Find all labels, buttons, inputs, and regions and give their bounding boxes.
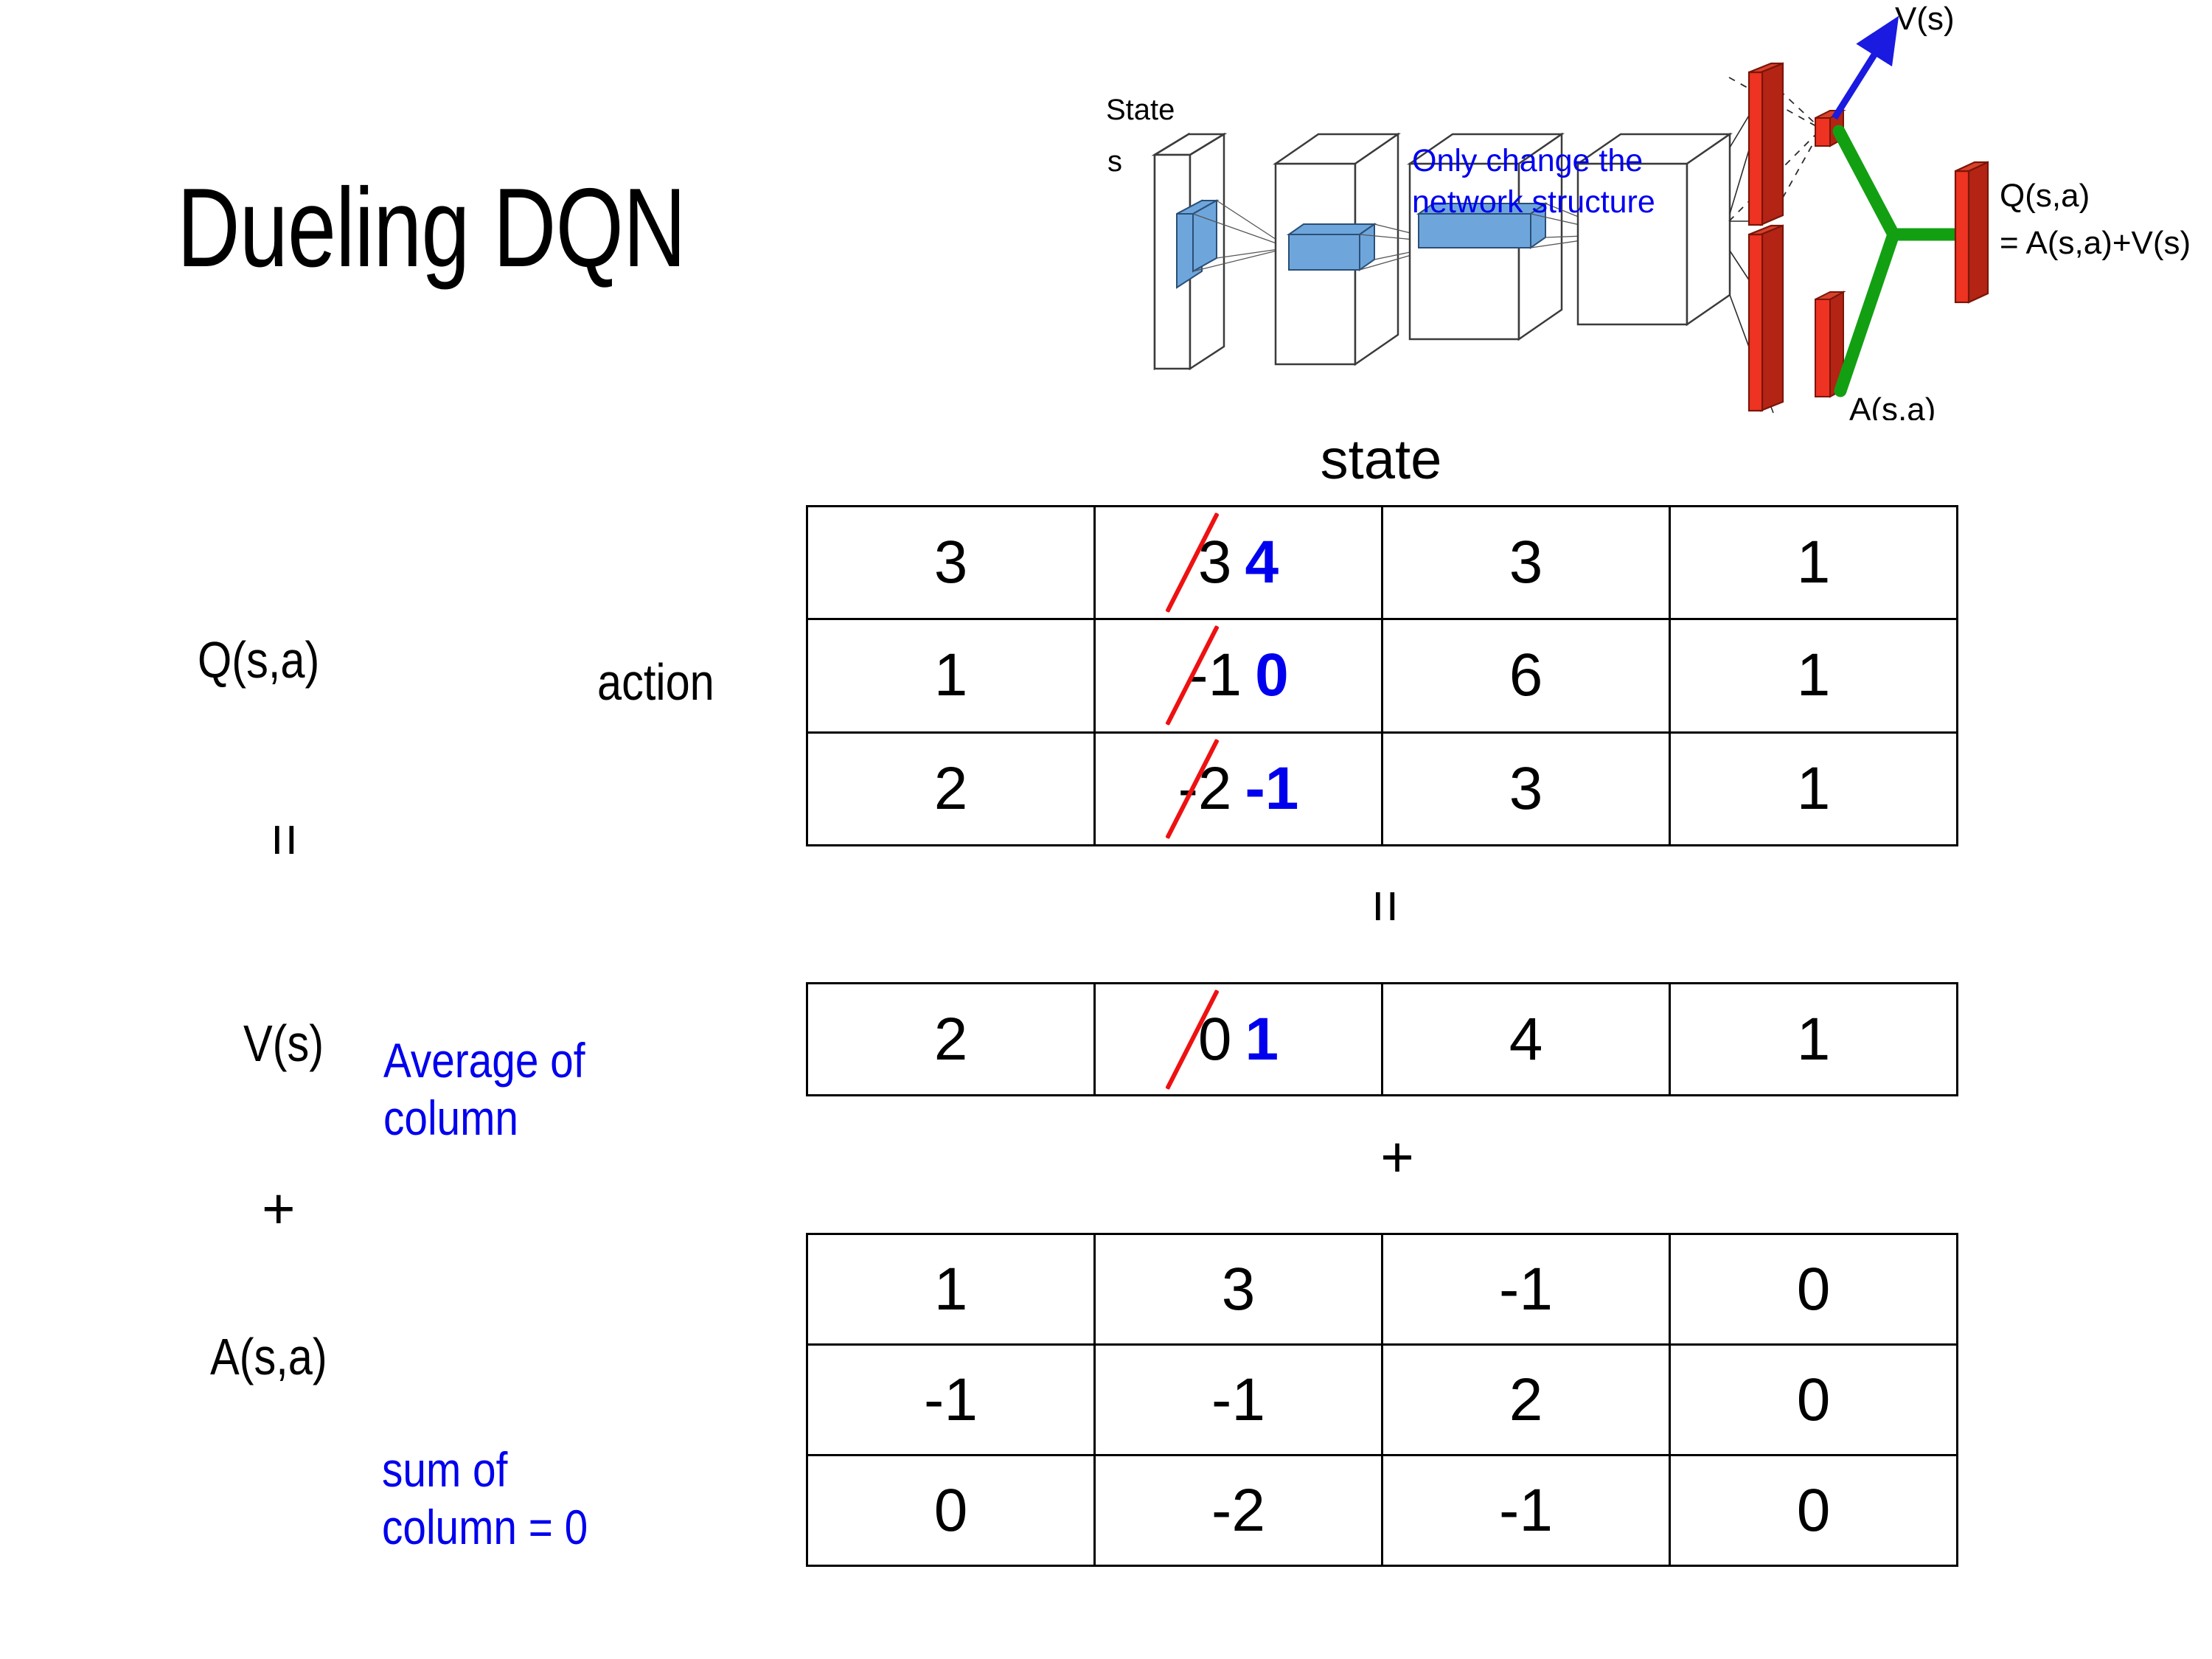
connection-fan-1: [1192, 200, 1290, 272]
table-cell: 0: [1671, 1235, 1958, 1346]
cell-updated-value: 0: [1255, 641, 1289, 709]
table-cell: -1: [1383, 1456, 1671, 1567]
table-cell: 1: [1671, 733, 1958, 846]
v-annotation-line1: Average of: [383, 1033, 585, 1088]
v-table-label: V(s): [243, 1015, 324, 1072]
q-table-label: Q(s,a): [198, 631, 320, 689]
table-cell: 2: [808, 733, 1096, 846]
cell-updated-value: -1: [1245, 754, 1299, 822]
v-annotation: Average of column: [383, 1032, 713, 1147]
table-cell: 0: [1671, 1346, 1958, 1456]
q-output-label-line1: Q(s,a): [2000, 178, 2090, 214]
cell-value: 2: [933, 754, 968, 822]
equals-sign-left: =: [253, 823, 318, 857]
cell-value: 1: [933, 641, 968, 709]
cell-value: 0: [1796, 1366, 1831, 1433]
cell-value: -1: [1188, 641, 1242, 709]
state-label-line1: State: [1106, 94, 1175, 126]
cell-value: -1: [1499, 1255, 1553, 1323]
v-annotation-line2: column: [383, 1090, 518, 1145]
table-cell: 6: [1383, 620, 1671, 734]
q-output-bar: [1954, 161, 1989, 304]
cell-value: 4: [1509, 1005, 1543, 1073]
table-cell: -2: [1096, 1456, 1383, 1567]
table-cell: 4: [1383, 984, 1671, 1096]
table-cell: 3: [1096, 1235, 1383, 1346]
cell-updated-value: 4: [1245, 529, 1279, 597]
action-axis-label: action: [597, 653, 714, 711]
q-output-label-line2: = A(s,a)+V(s): [2000, 225, 2191, 261]
cell-value: 6: [1509, 641, 1543, 709]
cell-value: -2: [1211, 1476, 1265, 1544]
cell-value: 1: [933, 1255, 968, 1323]
table-cell: 1: [1671, 507, 1958, 621]
state-label-line2: s: [1107, 145, 1122, 178]
a-annotation-line1: sum of: [382, 1442, 508, 1497]
cell-value: 3: [1509, 754, 1543, 822]
cell-value: 1: [1796, 754, 1831, 822]
table-cell: 1: [808, 1235, 1096, 1346]
cell-value: 2: [1509, 1366, 1543, 1433]
cell-value: -1: [1499, 1476, 1553, 1544]
v-output-label: V(s): [1895, 1, 1955, 37]
cell-value: 3: [933, 529, 968, 597]
table-cell: 2: [808, 984, 1096, 1096]
advantage-vector-node: [1815, 291, 1846, 398]
table-cell: 1: [1671, 984, 1958, 1096]
cell-updated-value: 1: [1245, 1005, 1279, 1073]
conv-feature-2: [1416, 202, 1548, 249]
table-cell: 2: [1383, 1346, 1671, 1456]
a-table: 1 3 -1 0 -1 -1 2 0 0 -2 -1 0: [806, 1233, 1958, 1567]
cell-value: 1: [1796, 1005, 1831, 1073]
a-annotation: sum of column = 0: [382, 1441, 737, 1557]
conv-block-3: [1574, 132, 1733, 327]
plus-sign-left: +: [262, 1176, 296, 1241]
cell-value: 0: [1796, 1476, 1831, 1544]
note-line1: Only change the: [1412, 143, 1643, 178]
cell-value: -1: [1211, 1366, 1265, 1433]
table-cell: 3: [1383, 733, 1671, 846]
cell-value: 2: [933, 1005, 968, 1073]
a-output-label: A(s,a): [1849, 392, 1935, 420]
page-title: Dueling DQN: [177, 165, 686, 291]
table-cell: 1: [808, 620, 1096, 734]
a-annotation-line2: column = 0: [382, 1499, 588, 1554]
dueling-network-diagram: State s Only change the network structur…: [1106, 0, 2212, 420]
connection-fan-2: [1359, 223, 1453, 271]
table-cell: -1: [1383, 1235, 1671, 1346]
cell-value: 1: [1796, 529, 1831, 597]
a-table-label: A(s,a): [210, 1328, 327, 1385]
advantage-stream-bar: [1747, 224, 1784, 412]
input-receptive-field: [1176, 199, 1220, 289]
cell-value: 0: [1796, 1255, 1831, 1323]
cell-value: -1: [924, 1366, 978, 1433]
equals-sign-between-q-and-v: =: [1354, 889, 1419, 923]
state-axis-label: state: [1320, 428, 1442, 491]
conv-block-2: [1406, 132, 1565, 341]
table-cell: -2-1: [1096, 733, 1383, 846]
table-cell: -1: [808, 1346, 1096, 1456]
table-cell: 3: [1383, 507, 1671, 621]
table-cell: 1: [1671, 620, 1958, 734]
table-cell: -1: [1096, 1346, 1383, 1456]
table-cell: 0: [1671, 1456, 1958, 1567]
cell-value: 1: [1796, 641, 1831, 709]
note-line2: network structure: [1412, 184, 1655, 220]
value-stream-bar: [1747, 62, 1784, 226]
connection-fan-3: [1530, 203, 1623, 248]
table-cell: 0: [808, 1456, 1096, 1567]
aggregation-link: [1832, 125, 1966, 397]
value-output-arrow: [1832, 15, 1899, 120]
cell-value: 3: [1509, 529, 1543, 597]
cell-value: 0: [933, 1476, 968, 1544]
plus-sign-between-v-and-a: +: [1380, 1124, 1414, 1189]
cell-value: 3: [1221, 1255, 1256, 1323]
table-cell: 3: [808, 507, 1096, 621]
conv-feature-1: [1286, 223, 1377, 271]
